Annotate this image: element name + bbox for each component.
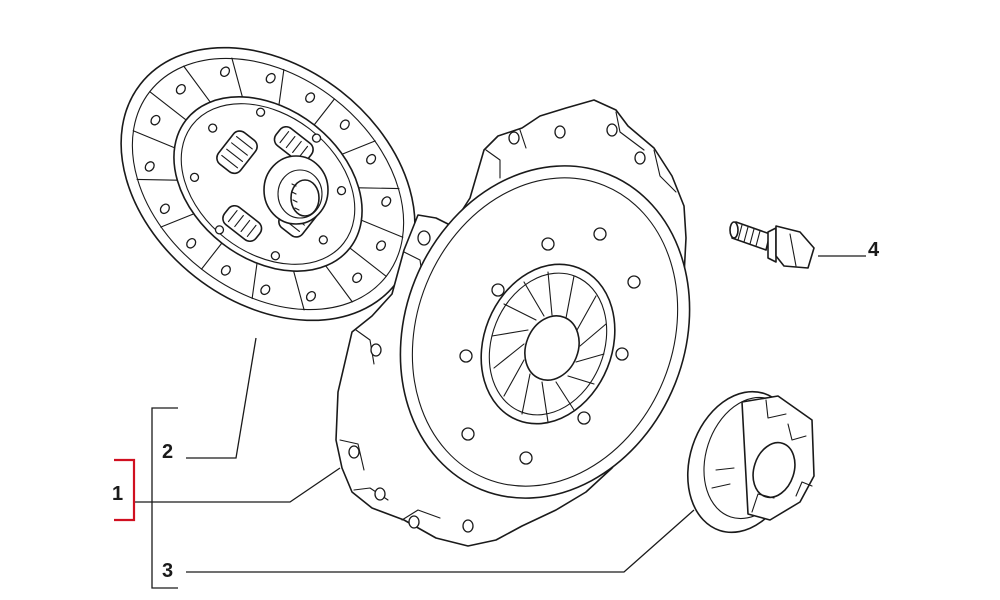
bearing-icon <box>686 390 815 534</box>
callout-2: 2 <box>162 441 173 463</box>
clutch-disc-icon <box>120 46 416 322</box>
callout-1: 1 <box>112 483 123 505</box>
group-bracket <box>151 407 178 589</box>
leader-lines <box>134 255 866 573</box>
pressure-plate-icon <box>335 99 691 547</box>
callout-4: 4 <box>868 239 880 261</box>
kit-bracket <box>114 458 136 522</box>
callout-3: 3 <box>162 560 173 582</box>
bolt-icon <box>729 221 815 269</box>
